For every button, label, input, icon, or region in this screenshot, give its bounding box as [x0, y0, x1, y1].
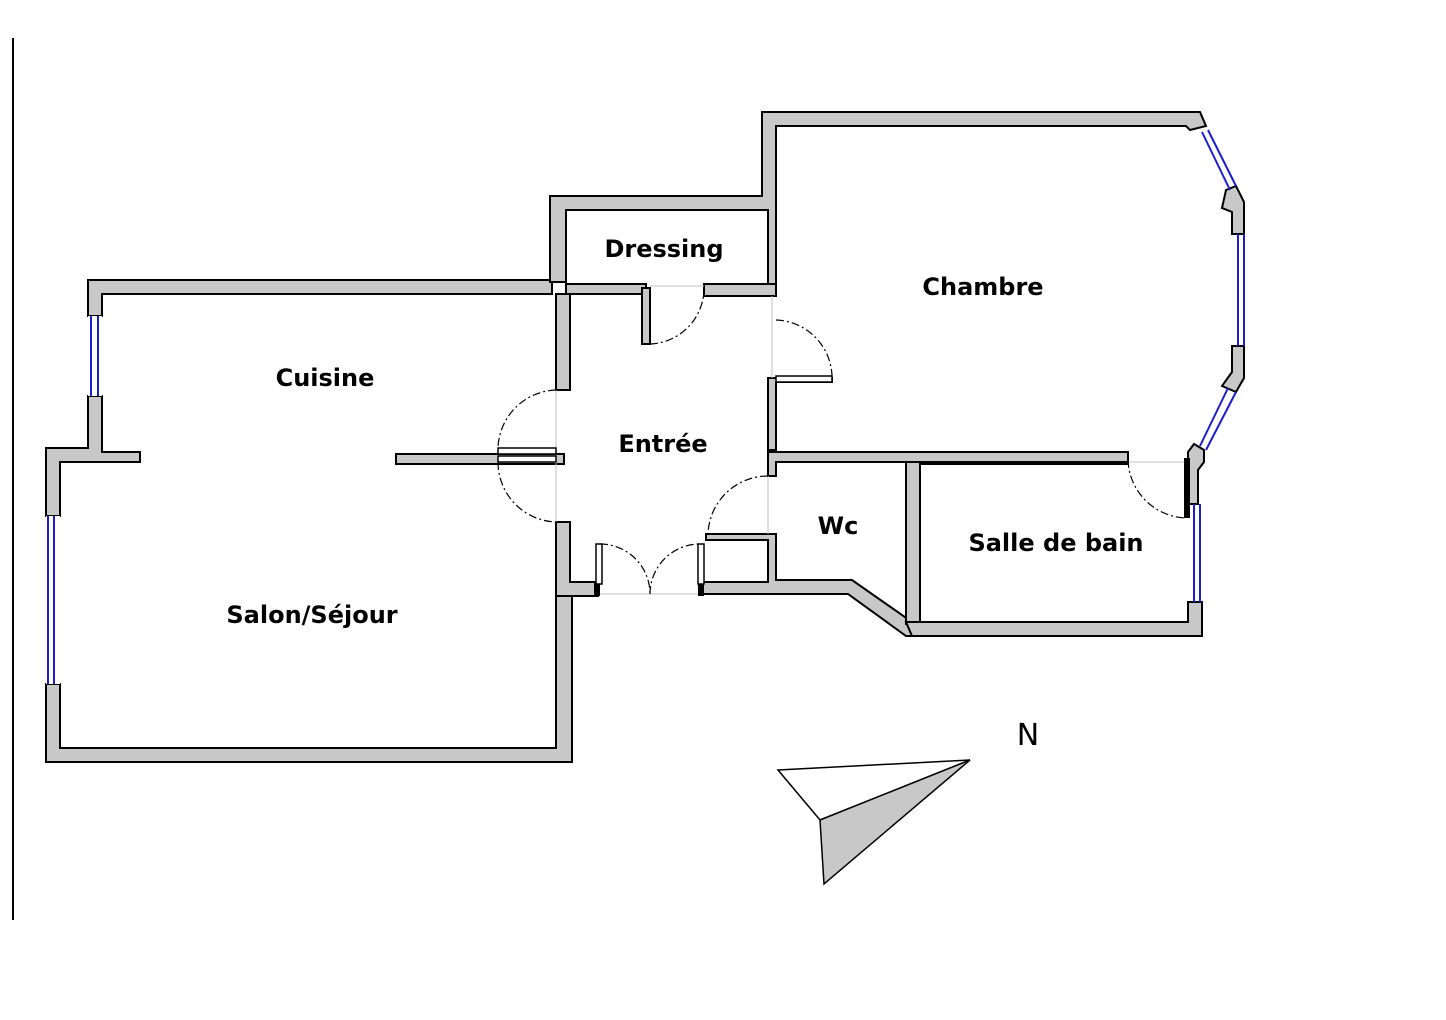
north-arrow-icon: N — [776, 718, 1039, 886]
room-label-salle-de-bain: Salle de bain — [968, 529, 1143, 557]
wall-dressing-door-stub — [641, 287, 651, 345]
walls — [45, 111, 1245, 763]
door-swing-entrance-left — [599, 543, 651, 595]
door-leaf-kitchen — [497, 447, 557, 455]
wall-dressing — [549, 111, 1208, 293]
windows — [46, 129, 1245, 684]
wall-entree-bottom-right — [699, 533, 913, 637]
door-leaf-chambre — [775, 375, 833, 383]
wall-chambre-bay-upper — [1220, 184, 1245, 235]
north-label: N — [1017, 718, 1039, 753]
wall-living-outer — [87, 279, 553, 317]
door-swing-dressing — [649, 289, 705, 345]
window-chambre-bay-top — [1201, 131, 1231, 191]
room-label-salon: Salon/Séjour — [226, 601, 397, 629]
room-labels: Dressing Chambre Cuisine Entrée Wc Salle… — [226, 235, 1143, 629]
window-chambre-bay-bottom — [1199, 387, 1229, 447]
room-label-dressing: Dressing — [604, 235, 723, 263]
room-label-wc: Wc — [818, 512, 859, 540]
wall-chambre-bay-bottom — [1187, 442, 1205, 505]
wall-wc-bath-divider — [905, 461, 921, 625]
door-swing-wc — [707, 475, 769, 535]
room-label-cuisine: Cuisine — [276, 364, 375, 392]
wall-chambre-bay-lower — [1220, 345, 1245, 394]
room-label-entree: Entrée — [618, 430, 707, 458]
wall-chambre-left-lower — [767, 377, 833, 451]
wall-entree-left-lower — [555, 521, 599, 597]
room-label-chambre: Chambre — [922, 273, 1043, 301]
door-leaf-entrance-right — [697, 543, 705, 585]
wall-dressing-bottom-right — [703, 283, 777, 297]
door-swing-kitchen-lower — [497, 461, 557, 523]
wall-bath-top — [919, 461, 1129, 465]
wall-entree-left-upper — [555, 293, 571, 391]
door-swing-chambre — [775, 319, 833, 377]
door-swing-entrance-right — [649, 543, 701, 595]
wall-kitchen-partition — [395, 453, 565, 465]
wall-living-left-upper — [45, 395, 141, 517]
door-swing-bath — [1127, 459, 1187, 519]
wall-bath-bottom — [904, 601, 1203, 637]
doors — [497, 285, 1190, 596]
door-leaf-entrance-left — [595, 543, 603, 585]
door-swing-kitchen-upper — [497, 389, 557, 449]
wall-dressing-bottom — [565, 283, 647, 295]
